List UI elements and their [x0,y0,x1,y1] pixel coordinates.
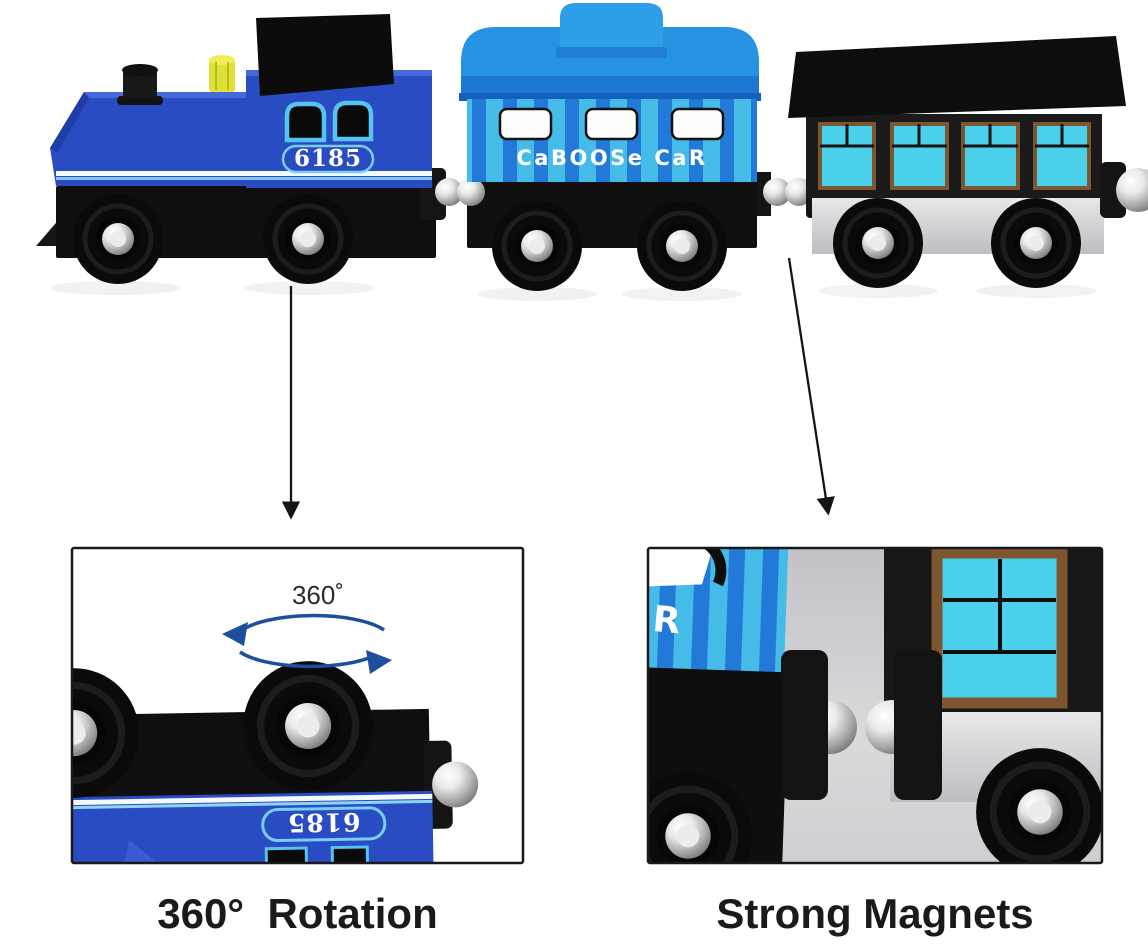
loco-number: 6185 [294,145,362,172]
knob-ridge [215,62,229,90]
inset-roof-corner [694,548,727,587]
caboose-cupola [560,3,663,57]
magnet-ball [763,178,791,206]
coach-window [961,122,1020,190]
inset-magnets-border [646,546,1104,865]
coach-window [890,122,949,190]
knob-cap [209,55,235,65]
wheel [991,198,1081,288]
wheel [637,201,727,291]
inset-loco-number-mirrored: 6185 [287,807,361,837]
coach-windows [818,122,1091,190]
wheel [976,748,1104,876]
inset-letter-r: R [651,599,682,642]
caboose-window [670,107,725,141]
rotation-arrowheads [222,622,392,674]
wheel [492,201,582,291]
caption-rotation: 360° Rotation [157,890,438,937]
inset-window [330,845,370,863]
number-badge [281,144,375,174]
inset-white-window-corner [648,548,716,587]
caboose-label: CaBOOSe CaR [516,146,707,170]
loco-stripe-cyan [56,177,432,180]
chimney-cap [122,64,158,76]
rotation-arrow-icon [238,613,385,669]
wheel [624,772,752,900]
inset-number-badge [261,806,387,843]
coach-coupler-right [1100,162,1126,218]
magnet-ball [432,761,479,808]
coach-window [1033,122,1091,190]
ground-shadows [50,281,1097,301]
cab-window-right [332,100,374,142]
wheel [833,198,923,288]
passenger-car [785,36,1148,288]
loco-stripe-white [56,171,432,176]
inset-rotation: 6185 360˚ [70,546,525,865]
inset-loco-upside-down: 6185 [72,658,479,863]
loco-hood-highlight [84,92,252,98]
inset-stripe-white [72,793,433,806]
magnet-ball [457,178,485,206]
cab-window-left [284,101,327,143]
loco-hood [50,92,252,186]
caboose-cupola-lip [556,47,667,58]
caboose-window [498,107,553,141]
inset-loco-facet [121,840,174,863]
inset-stripe-cyan [72,799,433,810]
callout-arrows [281,257,835,520]
callout-arrow-right [787,257,835,516]
caboose-roof-band [461,76,759,96]
wheel [263,194,353,284]
inset-magnets: R [624,546,1104,900]
chimney-flare [117,96,163,105]
magnet-ball [435,178,463,206]
inset-coupler-left [781,650,828,800]
caboose-window [584,107,639,141]
inset-coupler-right [894,650,942,800]
caboose-car: CaBOOSe CaR [457,3,791,291]
caption-magnets: Strong Magnets [716,890,1034,937]
coach-window [818,122,876,190]
loco-hood-slope [50,92,89,153]
magnet-ball [1116,168,1148,212]
caboose-roof-lip [459,93,761,101]
inset-rotation-border [70,546,525,865]
inset-degree-label: 360˚ [292,580,344,610]
locomotive: 6185 [36,14,463,284]
wheel [73,194,163,284]
inset-window [264,846,309,863]
coach-roof [788,36,1126,118]
loco-roof [256,14,394,96]
inset-coach-window [931,548,1068,709]
